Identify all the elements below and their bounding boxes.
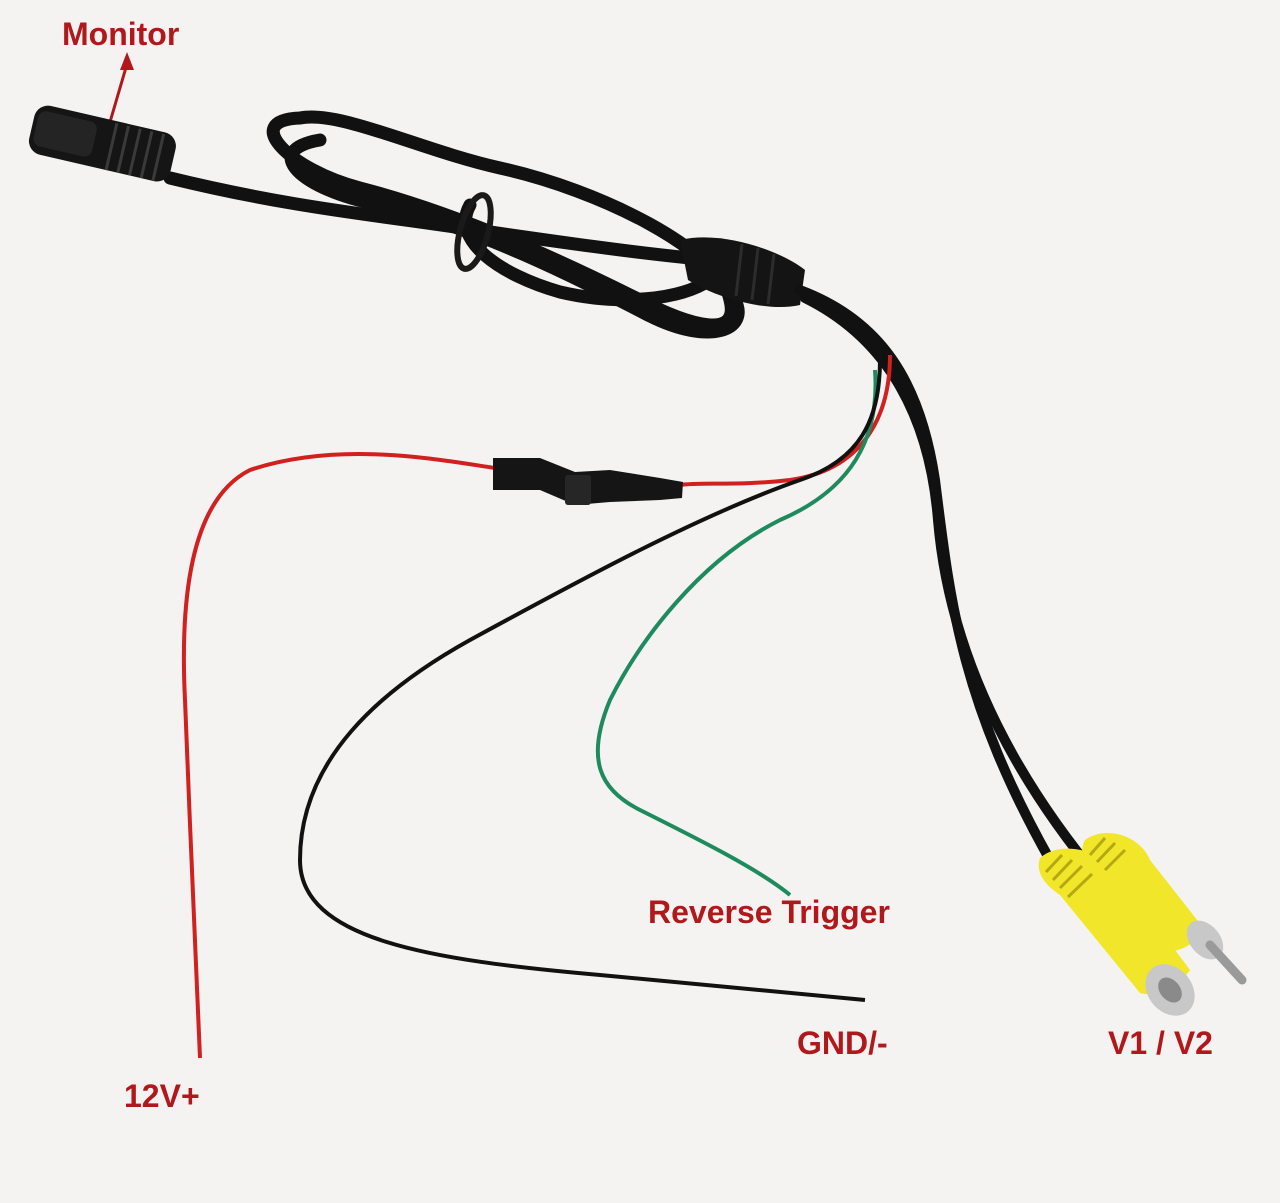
main-harness-cable <box>163 110 745 339</box>
power-wire <box>181 354 892 1059</box>
splitter-boot <box>680 237 805 308</box>
monitor-arrow <box>108 52 134 123</box>
rca-connector-male <box>1082 832 1247 985</box>
rca-connector-female <box>1038 848 1195 1016</box>
reverse-trigger-wire <box>595 369 878 897</box>
video-cable <box>795 285 1105 885</box>
fuse-holder <box>493 458 683 505</box>
cable-tie <box>454 192 494 272</box>
gnd-label: GND/- <box>797 1025 888 1061</box>
monitor-connector <box>28 105 176 182</box>
monitor-label: Monitor <box>62 16 180 52</box>
ground-wire <box>297 359 882 1002</box>
reverse-trigger-label: Reverse Trigger <box>648 894 890 930</box>
power-label: 12V+ <box>124 1078 200 1114</box>
video-label: V1 / V2 <box>1108 1025 1213 1061</box>
